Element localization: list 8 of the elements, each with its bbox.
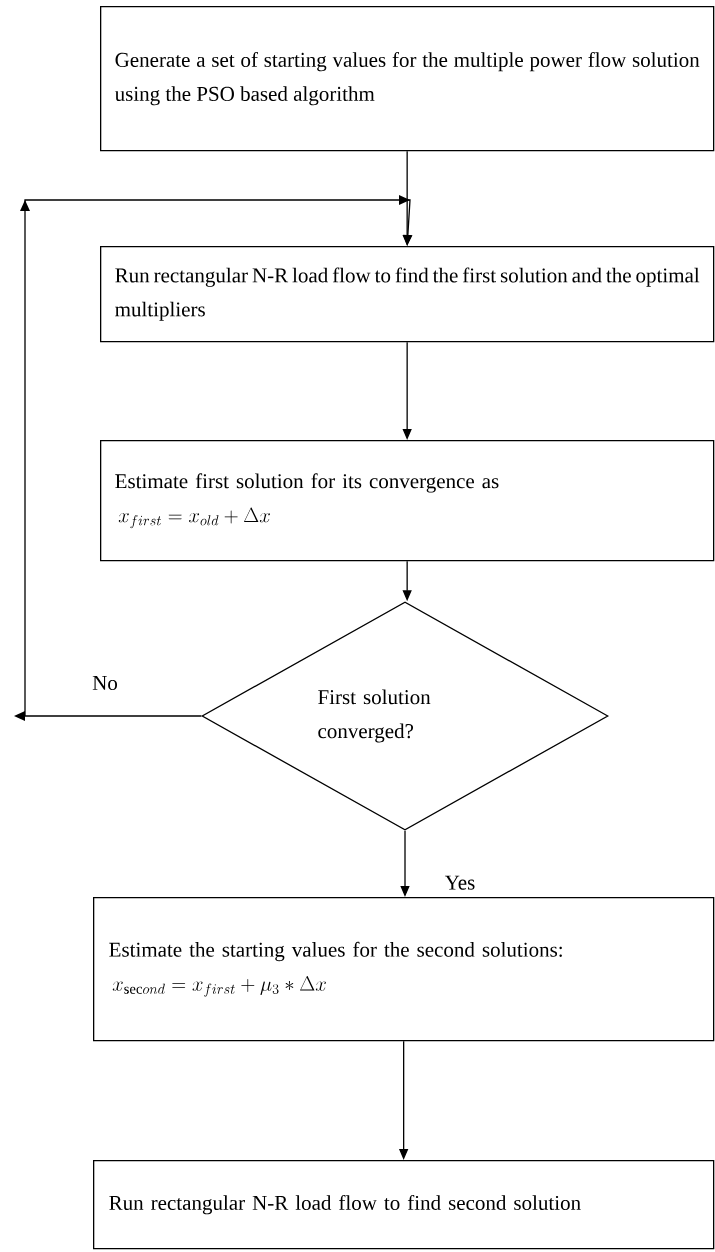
arrow [14, 195, 413, 721]
edge-label: No [92, 676, 118, 690]
process-box: Estimate first solution for its convergence as $x_{first} = x_{old} + \Delta x$ [100, 440, 715, 562]
process-box: Run rectangular N-R load flow to find the first solution and the optimal multipliers [100, 246, 715, 343]
process-box: Estimate the starting values for the second solutions: $x_{\mathrm{sec}ond} = x_{first} + \mu_3 * \Delta x$ [93, 897, 715, 1042]
process-box: Run rectangular N-R load flow to find second solution [93, 1160, 715, 1250]
edge-label: Yes [444, 875, 475, 890]
process-box: Generate a set of starting values for the multiple power flow solution using the PSO based algorithm [100, 6, 715, 152]
